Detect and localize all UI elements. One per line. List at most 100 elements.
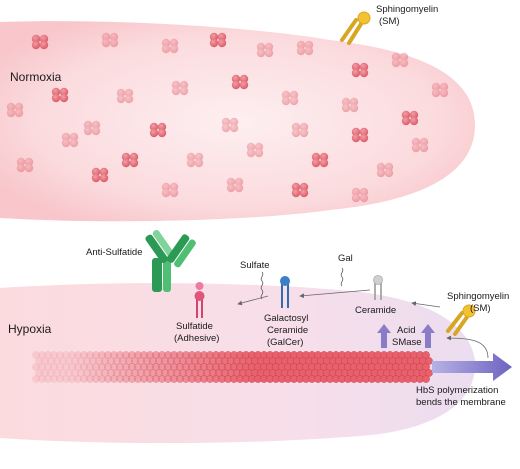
hemoglobin-cluster <box>226 177 244 193</box>
hemoglobin-cluster <box>291 122 309 138</box>
sulfatide-label-line1: Sulfatide <box>176 321 213 332</box>
hemoglobin-cluster <box>31 34 49 50</box>
hbs-polymer-bead <box>104 351 112 359</box>
hbs-polymer-bead <box>92 351 100 359</box>
hemoglobin-cluster <box>351 62 369 78</box>
hbs-polymer-bead <box>110 363 118 371</box>
hemoglobin-cluster <box>231 74 249 90</box>
sm-label-top-line1: Sphingomyelin <box>376 4 438 15</box>
galcer-label-line2: Ceramide <box>267 325 308 336</box>
hemoglobin-cluster <box>83 120 101 136</box>
hbs-polymer-bead <box>53 357 61 365</box>
hemoglobin-cluster <box>16 157 34 173</box>
hbs-polymer-bead <box>128 363 136 371</box>
hbs-polymer-bead <box>65 357 73 365</box>
hbs-polymer-bead <box>110 351 118 359</box>
hbs-polymer-bead <box>107 369 115 377</box>
hbs-polymer-bead <box>104 375 112 383</box>
gal-label: Gal <box>338 253 353 264</box>
hbs-polymer-bead <box>110 375 118 383</box>
hemoglobin-cluster <box>51 87 69 103</box>
hypoxia-label: Hypoxia <box>8 322 52 336</box>
hbs-polymer-bead <box>116 351 124 359</box>
hbs-polymer-bead <box>80 363 88 371</box>
hbs-polymer-bead <box>95 357 103 365</box>
hbs-polymer-bead <box>116 363 124 371</box>
hbs-polymer-bead <box>131 369 139 377</box>
hbs-polymer-bead <box>101 369 109 377</box>
normoxia-label: Normoxia <box>10 70 62 84</box>
hbs-polymer-bead <box>62 351 70 359</box>
hbs-polymer-bead <box>50 375 58 383</box>
hbs-polymer-bead <box>86 375 94 383</box>
hbs-polymer-bead <box>74 363 82 371</box>
hemoglobin-cluster <box>351 187 369 203</box>
hemoglobin-cluster <box>149 122 167 138</box>
hbs-polymer-bead <box>47 357 55 365</box>
hemoglobin-cluster <box>101 32 119 48</box>
hbs-polymer-bead <box>92 363 100 371</box>
hbs-polymer-bead <box>98 375 106 383</box>
hemoglobin-cluster <box>311 152 329 168</box>
hbs-polymer-bead <box>80 351 88 359</box>
hbs-polymer-bead <box>59 357 67 365</box>
hbs-polymer-bead <box>104 363 112 371</box>
hemoglobin-cluster <box>401 110 419 126</box>
gal-wave <box>340 267 344 287</box>
hbs-polymer-bead <box>134 363 142 371</box>
hbs-polymer-bead <box>134 375 142 383</box>
galcer-lipid-icon <box>280 276 290 308</box>
hbs-polymer-bead <box>137 369 145 377</box>
hbs-polymer-bead <box>131 357 139 365</box>
hemoglobin-cluster <box>431 82 449 98</box>
sulfatide-label-line2: (Adhesive) <box>174 333 219 344</box>
hbs-polymer-bead <box>35 357 43 365</box>
hbs-polymer-bead <box>35 369 43 377</box>
anti-sulfatide-antibody-icon <box>145 230 196 292</box>
sm-label-bottom-line1: Sphingomyelin <box>447 291 509 302</box>
hbs-polymer-bead <box>62 363 70 371</box>
hbs-polymer-bead <box>116 375 124 383</box>
hemoglobin-cluster <box>161 38 179 54</box>
hemoglobin-cluster <box>256 42 274 58</box>
hemoglobin-cluster <box>61 132 79 148</box>
acid-smase-label-line2: SMase <box>392 337 422 348</box>
hemoglobin-cluster <box>91 167 109 183</box>
hbs-polymer-bead <box>122 351 130 359</box>
sulfate-label: Sulfate <box>240 260 270 271</box>
hemoglobin-cluster <box>246 142 264 158</box>
hbs-polymer-bead <box>56 351 64 359</box>
hbs-polymer-bead <box>80 375 88 383</box>
hbs-polymer-bead <box>71 369 79 377</box>
hemoglobin-cluster <box>121 152 139 168</box>
hbs-polymer-bead <box>134 351 142 359</box>
hbs-polymer-bead <box>128 351 136 359</box>
ceramide-label: Ceramide <box>355 305 396 316</box>
hemoglobin-cluster <box>161 182 179 198</box>
hbs-polymer-bead <box>83 357 91 365</box>
hbs-polymer-bead <box>47 369 55 377</box>
hbs-polymer-bead <box>53 369 61 377</box>
hemoglobin-cluster <box>341 97 359 113</box>
hbs-polymer-bead <box>113 369 121 377</box>
hbs-polymer-bead <box>32 363 40 371</box>
hbs-polymer-bead <box>137 357 145 365</box>
hbs-polymer-bead <box>83 369 91 377</box>
hemoglobin-cluster <box>391 52 409 68</box>
hbs-polymer-bead <box>44 375 52 383</box>
hbs-polymer-bead <box>92 375 100 383</box>
hbs-polymer-bead <box>71 357 79 365</box>
hbs-polymer-bead <box>65 369 73 377</box>
hemoglobin-cluster <box>116 88 134 104</box>
galcer-label-line1: Galactosyl <box>264 313 308 324</box>
hbs-polymer-bead <box>107 357 115 365</box>
hbs-polymer-bead <box>89 369 97 377</box>
hbs-polymer-bead <box>50 363 58 371</box>
hbs-polymer-bead <box>119 369 127 377</box>
sulfatide-lipid-icon <box>194 282 205 318</box>
hbs-polymer-bead <box>41 369 49 377</box>
hbs-polymer-bead <box>38 363 46 371</box>
sm-icon-bottom <box>446 304 476 336</box>
hemoglobin-cluster <box>209 32 227 48</box>
